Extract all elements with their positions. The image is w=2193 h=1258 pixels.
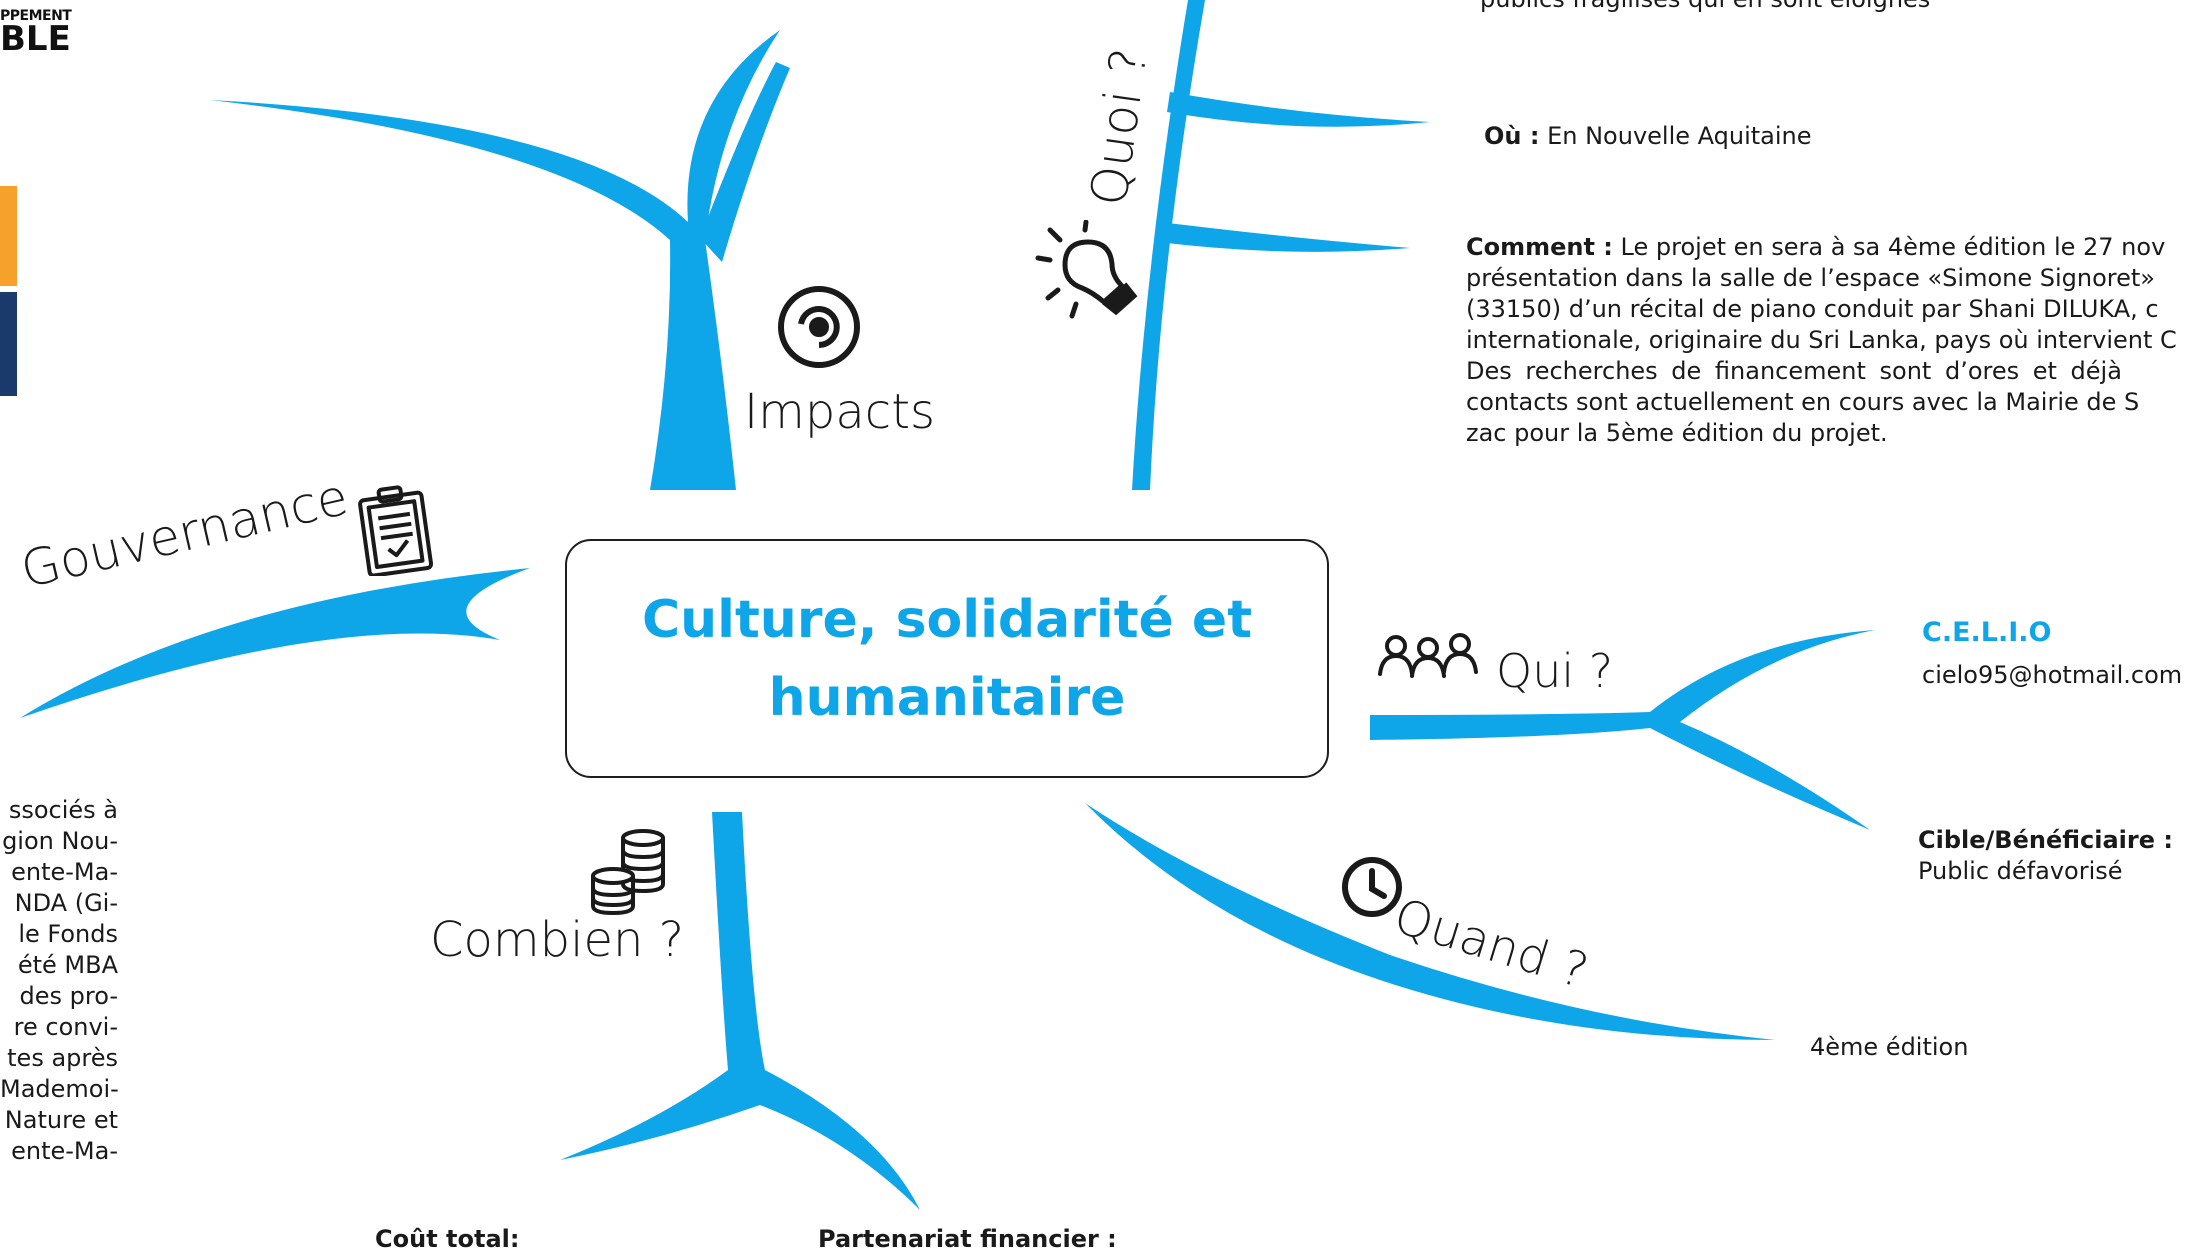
logo-line1: PPEMENT bbox=[0, 8, 72, 24]
qui-cible-value: Public défavorisé bbox=[1918, 857, 2123, 885]
quoi-comment-line: Des recherches de financement sont d’ore… bbox=[1466, 357, 2122, 385]
branch-quoi bbox=[1132, 0, 1205, 490]
gouvernance-text-line: gion Nou- bbox=[2, 827, 118, 855]
quoi-comment-line-1: Comment : Le projet en sera à sa 4ème éd… bbox=[1466, 232, 2193, 263]
gouvernance-text-line: re convi- bbox=[13, 1013, 118, 1041]
quoi-ou-label: Où : bbox=[1484, 122, 1540, 150]
lightbulb-icon bbox=[1035, 220, 1138, 319]
gouvernance-text-line: été MBA bbox=[17, 951, 118, 979]
quoi-comment-line: présentation dans la salle de l’espace «… bbox=[1466, 264, 2155, 292]
clock-icon bbox=[1342, 857, 1402, 917]
quoi-comment-first: Le projet en sera à sa 4ème édition le 2… bbox=[1620, 233, 2166, 261]
sdg-badge-navy bbox=[0, 292, 17, 396]
gouvernance-text-line: NDA (Gi- bbox=[14, 889, 118, 917]
gouvernance-text-line: le Fonds bbox=[18, 920, 118, 948]
quoi-comment-line: (33150) d’un récital de piano conduit pa… bbox=[1466, 295, 2159, 323]
quoi-comment-label: Comment : bbox=[1466, 233, 1613, 261]
branch-impacts bbox=[210, 30, 780, 490]
branch-gouvernance bbox=[20, 568, 530, 718]
quand-value: 4ème édition bbox=[1810, 1033, 1969, 1061]
gouvernance-text-block: ssociés à gion Nou- ente-Ma- NDA (Gi- le… bbox=[0, 795, 119, 1167]
logo: PPEMENT BLE bbox=[0, 8, 72, 59]
center-topic-box: Culture, solidarité et humanitaire bbox=[565, 539, 1329, 778]
qui-org-email: cielo95@hotmail.com bbox=[1922, 661, 2183, 689]
quoi-ou-value: En Nouvelle Aquitaine bbox=[1547, 122, 1812, 150]
logo-line2: BLE bbox=[0, 19, 71, 59]
branch-quoi-ou bbox=[1167, 92, 1430, 127]
combien-partenariat-label: Partenariat financier : bbox=[818, 1225, 1117, 1253]
branch-label-combien: Combien ? bbox=[430, 912, 685, 968]
gouvernance-text-line: tes après bbox=[7, 1044, 118, 1072]
gouvernance-text-line: ente-Ma- bbox=[11, 858, 118, 886]
gouvernance-text-line: Nature et bbox=[4, 1106, 118, 1134]
branch-label-qui: Qui ? bbox=[1496, 644, 1614, 698]
gouvernance-text-line: ssociés à bbox=[8, 796, 118, 824]
quoi-comment-line: contacts sont actuellement en cours avec… bbox=[1466, 388, 2140, 416]
gouvernance-text-line: ente-Ma- bbox=[11, 1137, 118, 1165]
coins-icon bbox=[591, 829, 665, 916]
branch-label-impacts: Impacts bbox=[744, 384, 936, 440]
sdg-badge-orange bbox=[0, 186, 17, 286]
branch-quand bbox=[1085, 803, 1775, 1040]
quoi-ou: Où : En Nouvelle Aquitaine bbox=[1484, 121, 1812, 152]
quoi-comment-line: zac pour la 5ème édition du projet. bbox=[1466, 419, 1888, 447]
quoi-top-fragment: publics fragilisés qui en sont éloignés bbox=[1480, 0, 1930, 15]
branch-impacts-fork bbox=[700, 62, 790, 262]
qui-org-name: C.E.L.I.O bbox=[1922, 617, 2052, 648]
qui-cible-label: Cible/Bénéficiaire : bbox=[1918, 826, 2173, 854]
branch-combien bbox=[560, 812, 920, 1210]
branch-quoi-comment bbox=[1158, 222, 1410, 252]
center-title: Culture, solidarité et humanitaire bbox=[641, 589, 1253, 728]
quoi-comment-line: internationale, originaire du Sri Lanka,… bbox=[1466, 326, 2177, 354]
quoi-comment-block: Comment : Le projet en sera à sa 4ème éd… bbox=[1466, 232, 2193, 449]
gouvernance-text-line: Mademoi- bbox=[0, 1075, 119, 1103]
clipboard-check-icon bbox=[358, 485, 434, 576]
gouvernance-text-line: des pro- bbox=[19, 982, 119, 1010]
combien-cout-label: Coût total: bbox=[375, 1225, 520, 1253]
people-icon bbox=[1378, 633, 1478, 678]
branch-qui bbox=[1370, 630, 1875, 830]
impact-target-icon bbox=[778, 286, 860, 368]
